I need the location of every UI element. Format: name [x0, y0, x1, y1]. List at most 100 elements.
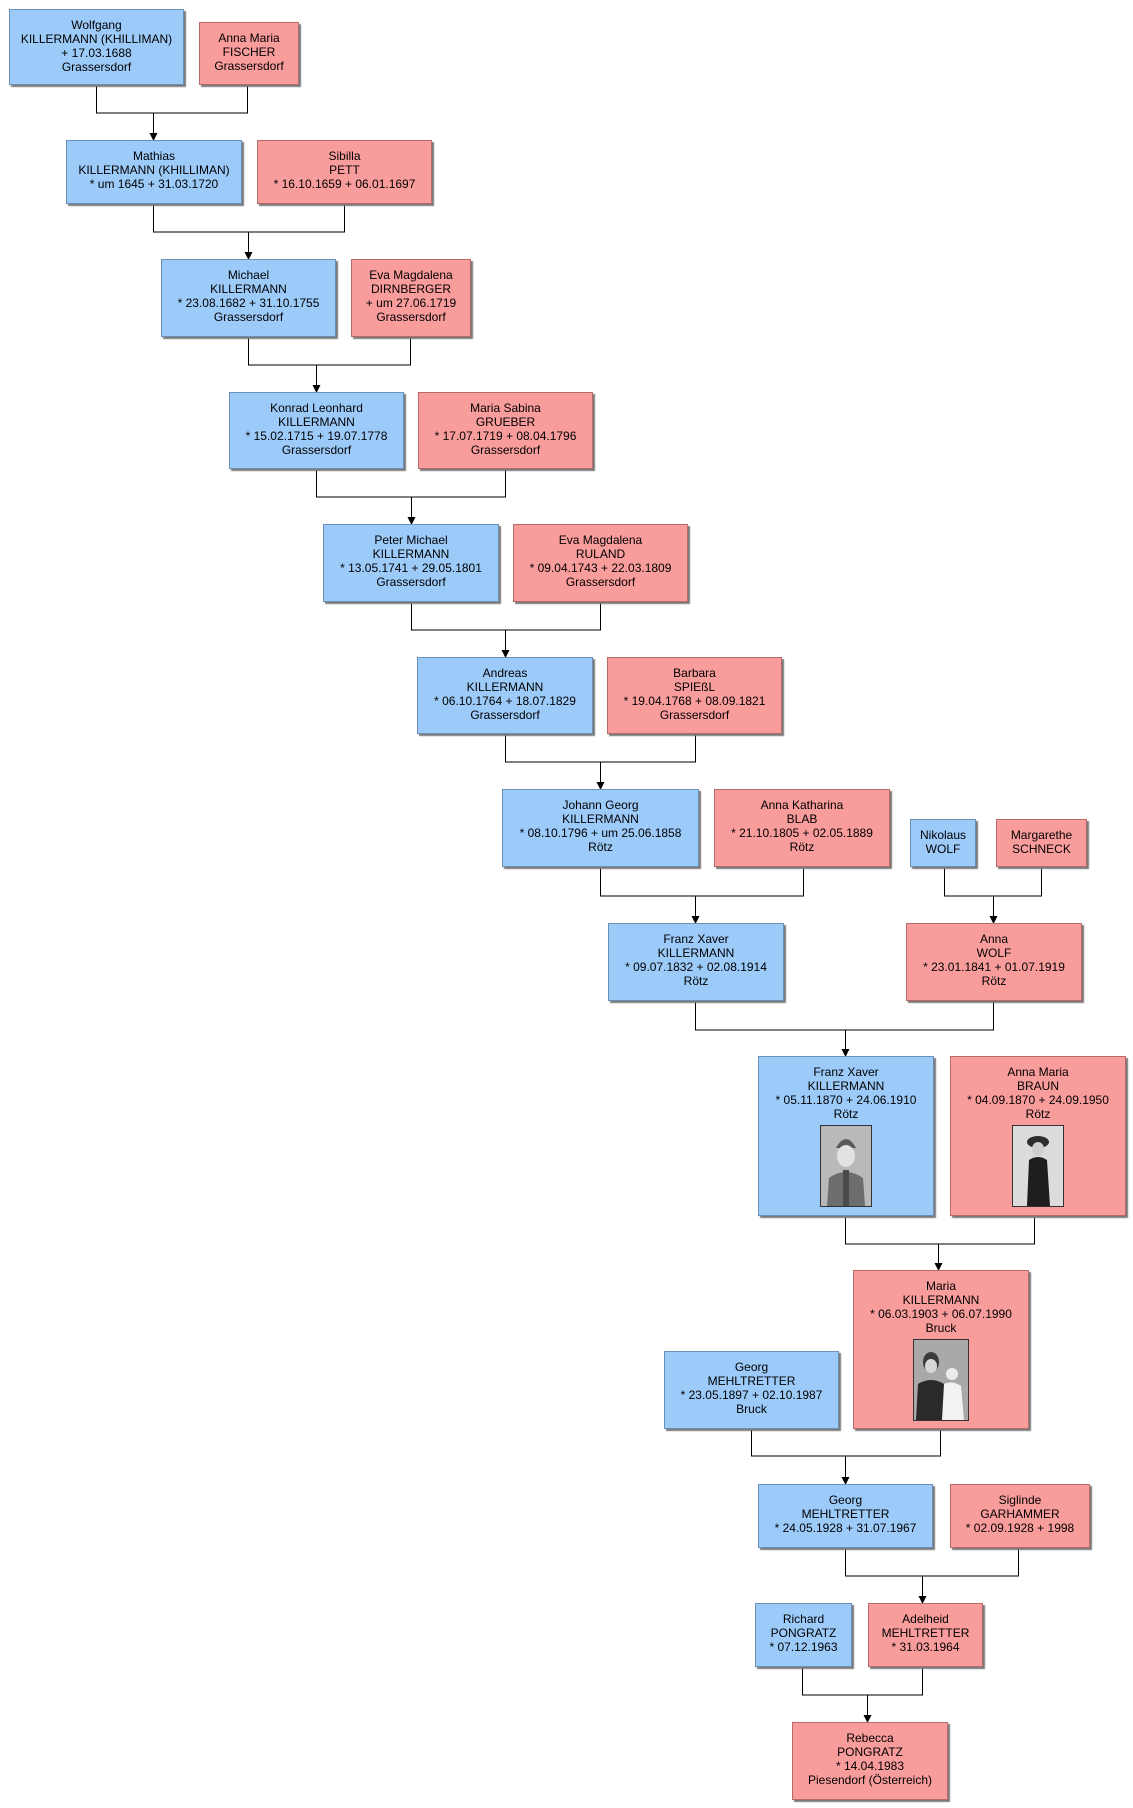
- soldier-portrait-image: [821, 1126, 871, 1206]
- life-dates: * 23.01.1841 + 01.07.1919: [923, 960, 1065, 974]
- place: Piesendorf (Österreich): [807, 1773, 933, 1787]
- place: Grassersdorf: [659, 708, 730, 722]
- place: Grassersdorf: [376, 575, 446, 589]
- couple-connector: [845, 1548, 1019, 1577]
- place: Rötz: [683, 974, 709, 988]
- given-name: Barbara: [673, 666, 716, 680]
- life-dates: * 09.07.1832 + 02.08.1914: [625, 960, 767, 974]
- person-andreas-killermann[interactable]: Andreas KILLERMANN * 06.10.1764 + 18.07.…: [417, 657, 593, 734]
- surname: MEHLTRETTER: [707, 1374, 796, 1388]
- life-dates: * 09.04.1743 + 22.03.1809: [529, 561, 672, 575]
- person-peter-michael-killermann[interactable]: Peter Michael KILLERMANN * 13.05.1741 + …: [323, 524, 499, 602]
- life-dates: * 16.10.1659 + 06.01.1697: [273, 177, 416, 191]
- person-adelheid-mehltretter[interactable]: Adelheid MEHLTRETTER * 31.03.1964: [868, 1603, 983, 1667]
- portrait-photo[interactable]: [820, 1125, 872, 1207]
- couple-connector: [411, 602, 601, 631]
- given-name: Maria: [925, 1279, 956, 1293]
- life-dates: * 02.09.1928 + 1998: [965, 1521, 1075, 1535]
- surname: KILLERMANN: [807, 1079, 885, 1093]
- surname: KILLERMANN: [372, 547, 450, 561]
- person-anna-katharina-blab[interactable]: Anna Katharina BLAB * 21.10.1805 + 02.05…: [714, 789, 890, 867]
- given-name: Anna Katharina: [760, 798, 844, 812]
- given-name: Konrad Leonhard: [270, 401, 363, 415]
- person-maria-killermann[interactable]: Maria KILLERMANN * 06.03.1903 + 06.07.19…: [853, 1270, 1029, 1429]
- person-rebecca-pongratz[interactable]: Rebecca PONGRATZ * 14.04.1983 Piesendorf…: [792, 1722, 948, 1800]
- given-name: Anna Maria: [218, 31, 280, 45]
- person-michael-killermann[interactable]: Michael KILLERMANN * 23.08.1682 + 31.10.…: [161, 259, 336, 337]
- given-name: Wolfgang: [71, 18, 122, 32]
- surname: KILLERMANN: [657, 946, 735, 960]
- person-johann-georg-killermann[interactable]: Johann Georg KILLERMANN * 08.10.1796 + u…: [502, 789, 699, 867]
- given-name: Georg: [734, 1360, 769, 1374]
- person-nikolaus-wolf[interactable]: Nikolaus WOLF: [910, 819, 976, 867]
- person-franz-xaver-killermann-1832[interactable]: Franz Xaver KILLERMANN * 09.07.1832 + 02…: [608, 923, 784, 1001]
- surname: MEHLTRETTER: [801, 1507, 890, 1521]
- person-georg-mehltretter-1928[interactable]: Georg MEHLTRETTER * 24.05.1928 + 31.07.1…: [758, 1484, 933, 1548]
- surname: GRUEBER: [475, 415, 536, 429]
- life-dates: * 06.03.1903 + 06.07.1990: [870, 1307, 1012, 1321]
- life-dates: * 19.04.1768 + 08.09.1821: [623, 694, 766, 708]
- person-eva-magdalena-ruland[interactable]: Eva Magdalena RULAND * 09.04.1743 + 22.0…: [513, 524, 688, 602]
- person-mathias-killermann[interactable]: Mathias KILLERMANN (KHILLIMAN) * um 1645…: [66, 140, 242, 204]
- surname: SPIEßL: [673, 680, 716, 694]
- life-dates: * 13.05.1741 + 29.05.1801: [340, 561, 482, 575]
- person-anna-maria-braun[interactable]: Anna Maria BRAUN * 04.09.1870 + 24.09.19…: [950, 1056, 1126, 1216]
- person-eva-magdalena-dirnberger[interactable]: Eva Magdalena DIRNBERGER + um 27.06.1719…: [351, 259, 471, 337]
- portrait-photo[interactable]: [1012, 1125, 1064, 1207]
- surname: WOLF: [925, 842, 961, 856]
- surname: PONGRATZ: [770, 1626, 837, 1640]
- life-dates: * 23.08.1682 + 31.10.1755: [177, 296, 320, 310]
- person-maria-sabina-grueber[interactable]: Maria Sabina GRUEBER * 17.07.1719 + 08.0…: [418, 392, 593, 469]
- given-name: Johann Georg: [562, 798, 639, 812]
- couple-connector: [505, 734, 696, 763]
- person-franz-xaver-killermann-1870[interactable]: Franz Xaver KILLERMANN * 05.11.1870 + 24…: [758, 1056, 934, 1216]
- surname: DIRNBERGER: [370, 282, 451, 296]
- given-name: Peter Michael: [374, 533, 448, 547]
- life-dates: + 17.03.1688: [61, 46, 132, 60]
- person-margarethe-schneck[interactable]: Margarethe SCHNECK: [996, 819, 1087, 867]
- surname: PETT: [329, 163, 360, 177]
- surname: MEHLTRETTER: [881, 1626, 970, 1640]
- couple-connector: [248, 337, 411, 366]
- surname: KILLERMANN: [278, 415, 355, 429]
- life-dates: * 17.07.1719 + 08.04.1796: [434, 429, 577, 443]
- person-wolfgang-killermann[interactable]: Wolfgang KILLERMANN (KHILLIMAN) + 17.03.…: [9, 9, 184, 85]
- person-georg-mehltretter-1897[interactable]: Georg MEHLTRETTER * 23.05.1897 + 02.10.1…: [664, 1351, 839, 1429]
- person-barbara-spiessl[interactable]: Barbara SPIEßL * 19.04.1768 + 08.09.1821…: [607, 657, 782, 734]
- given-name: Siglinde: [998, 1493, 1042, 1507]
- place: Grassersdorf: [376, 310, 446, 324]
- given-name: Franz Xaver: [663, 932, 729, 946]
- place: Rötz: [1025, 1107, 1051, 1121]
- given-name: Michael: [227, 268, 270, 282]
- person-sibilla-pett[interactable]: Sibilla PETT * 16.10.1659 + 06.01.1697: [257, 140, 432, 204]
- surname: GARHAMMER: [980, 1507, 1060, 1521]
- surname: SCHNECK: [1012, 842, 1071, 856]
- given-name: Richard: [782, 1612, 825, 1626]
- life-dates: * 04.09.1870 + 24.09.1950: [967, 1093, 1109, 1107]
- life-dates: * um 1645 + 31.03.1720: [89, 177, 219, 191]
- surname: KILLERMANN: [562, 812, 639, 826]
- person-anna-maria-fischer[interactable]: Anna Maria FISCHER Grassersdorf: [199, 22, 299, 85]
- person-anna-wolf[interactable]: Anna WOLF * 23.01.1841 + 01.07.1919 Rötz: [906, 923, 1082, 1001]
- given-name: Adelheid: [902, 1612, 949, 1626]
- life-dates: * 24.05.1928 + 31.07.1967: [774, 1521, 917, 1535]
- woman-portrait-image: [1013, 1126, 1063, 1206]
- life-dates: * 07.12.1963: [769, 1640, 838, 1654]
- given-name: Eva Magdalena: [369, 268, 453, 282]
- place: Bruck: [925, 1321, 957, 1335]
- given-name: Georg: [828, 1493, 863, 1507]
- person-konrad-leonhard-killermann[interactable]: Konrad Leonhard KILLERMANN * 15.02.1715 …: [229, 392, 404, 469]
- given-name: Sibilla: [328, 149, 361, 163]
- person-siglinde-garhammer[interactable]: Siglinde GARHAMMER * 02.09.1928 + 1998: [950, 1484, 1090, 1548]
- couple-connector: [96, 85, 248, 114]
- surname: WOLF: [976, 946, 1012, 960]
- person-richard-pongratz[interactable]: Richard PONGRATZ * 07.12.1963: [755, 1603, 852, 1667]
- surname: BLAB: [786, 812, 818, 826]
- given-name: Anna Maria: [1007, 1065, 1069, 1079]
- surname: BRAUN: [1016, 1079, 1059, 1093]
- given-name: Anna: [979, 932, 1009, 946]
- life-dates: * 23.05.1897 + 02.10.1987: [680, 1388, 823, 1402]
- surname: KILLERMANN (KHILLIMAN): [78, 163, 230, 177]
- portrait-photo[interactable]: [913, 1339, 969, 1421]
